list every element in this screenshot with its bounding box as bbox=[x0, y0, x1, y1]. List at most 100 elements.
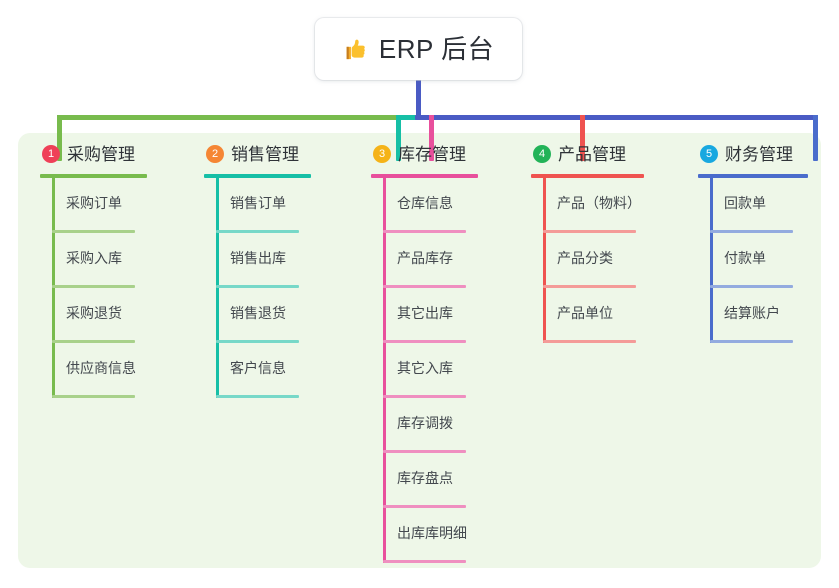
thumbs-up-icon bbox=[346, 39, 365, 60]
menu-item-rule bbox=[52, 230, 135, 233]
column-header-5[interactable]: 5 财务管理 bbox=[698, 140, 808, 168]
column-items-1: 采购订单采购入库采购退货供应商信息 bbox=[40, 178, 147, 398]
menu-item-label: 产品单位 bbox=[557, 305, 613, 321]
menu-item-label: 出库库明细 bbox=[397, 525, 467, 541]
menu-item-rule bbox=[216, 285, 299, 288]
column-spine bbox=[383, 178, 386, 563]
column-number-badge: 3 bbox=[373, 145, 391, 163]
menu-item-rule bbox=[710, 340, 793, 343]
column-header-2[interactable]: 2 销售管理 bbox=[204, 140, 311, 168]
menu-item[interactable]: 销售出库 bbox=[204, 233, 311, 288]
menu-item[interactable]: 仓库信息 bbox=[371, 178, 478, 233]
column-3: 3 库存管理仓库信息产品库存其它出库其它入库库存调拨库存盘点出库库明细 bbox=[371, 140, 478, 563]
menu-item[interactable]: 库存调拨 bbox=[371, 398, 478, 453]
column-title: 采购管理 bbox=[67, 144, 135, 164]
diagram-panel bbox=[18, 133, 821, 568]
menu-item-label: 采购订单 bbox=[66, 195, 122, 211]
menu-item[interactable]: 结算账户 bbox=[698, 288, 808, 343]
column-spine bbox=[543, 178, 546, 343]
connector-bus-blue bbox=[415, 115, 818, 120]
menu-item[interactable]: 采购入库 bbox=[40, 233, 147, 288]
menu-item-rule bbox=[52, 395, 135, 398]
menu-item-label: 库存盘点 bbox=[397, 470, 453, 486]
column-header-3[interactable]: 3 库存管理 bbox=[371, 140, 478, 168]
connector-stub-column-4 bbox=[580, 115, 585, 161]
menu-item-label: 产品（物料） bbox=[557, 195, 641, 211]
column-number-badge: 1 bbox=[42, 145, 60, 163]
menu-item-rule bbox=[383, 285, 466, 288]
connector-stub-column-1 bbox=[57, 115, 62, 161]
menu-item-rule bbox=[383, 230, 466, 233]
menu-item[interactable]: 销售退货 bbox=[204, 288, 311, 343]
menu-item[interactable]: 产品分类 bbox=[531, 233, 644, 288]
column-items-3: 仓库信息产品库存其它出库其它入库库存调拨库存盘点出库库明细 bbox=[371, 178, 478, 563]
menu-item-label: 结算账户 bbox=[724, 305, 780, 321]
menu-item-label: 客户信息 bbox=[230, 360, 286, 376]
column-1: 1 采购管理采购订单采购入库采购退货供应商信息 bbox=[40, 140, 147, 398]
column-items-5: 回款单付款单结算账户 bbox=[698, 178, 808, 343]
menu-item[interactable]: 其它出库 bbox=[371, 288, 478, 343]
connector-trunk bbox=[416, 78, 421, 118]
menu-item[interactable]: 产品（物料） bbox=[531, 178, 644, 233]
menu-item[interactable]: 回款单 bbox=[698, 178, 808, 233]
menu-item[interactable]: 供应商信息 bbox=[40, 343, 147, 398]
menu-item-rule bbox=[383, 560, 466, 563]
menu-item[interactable]: 出库库明细 bbox=[371, 508, 478, 563]
connector-stub-column-5 bbox=[813, 115, 818, 161]
column-title: 库存管理 bbox=[398, 144, 466, 164]
menu-item-rule bbox=[543, 340, 636, 343]
column-number-badge: 2 bbox=[206, 145, 224, 163]
column-number-badge: 5 bbox=[700, 145, 718, 163]
menu-item-label: 供应商信息 bbox=[66, 360, 136, 376]
menu-item-label: 仓库信息 bbox=[397, 195, 453, 211]
menu-item-rule bbox=[383, 395, 466, 398]
column-header-rule bbox=[40, 174, 147, 178]
column-spine bbox=[710, 178, 713, 343]
menu-item-label: 产品分类 bbox=[557, 250, 613, 266]
column-number-badge: 4 bbox=[533, 145, 551, 163]
column-header-rule bbox=[531, 174, 644, 178]
menu-item[interactable]: 产品单位 bbox=[531, 288, 644, 343]
column-title: 财务管理 bbox=[725, 144, 793, 164]
menu-item[interactable]: 客户信息 bbox=[204, 343, 311, 398]
menu-item-rule bbox=[543, 285, 636, 288]
column-title: 销售管理 bbox=[231, 144, 299, 164]
menu-item[interactable]: 产品库存 bbox=[371, 233, 478, 288]
menu-item[interactable]: 其它入库 bbox=[371, 343, 478, 398]
menu-item-label: 销售订单 bbox=[230, 195, 286, 211]
menu-item-label: 库存调拨 bbox=[397, 415, 453, 431]
menu-item-label: 销售出库 bbox=[230, 250, 286, 266]
menu-item-label: 销售退货 bbox=[230, 305, 286, 321]
column-2: 2 销售管理销售订单销售出库销售退货客户信息 bbox=[204, 140, 311, 398]
menu-item-rule bbox=[52, 340, 135, 343]
menu-item-label: 付款单 bbox=[724, 250, 766, 266]
menu-item-label: 其它入库 bbox=[397, 360, 453, 376]
menu-item-rule bbox=[216, 395, 299, 398]
menu-item-rule bbox=[383, 450, 466, 453]
menu-item-label: 其它出库 bbox=[397, 305, 453, 321]
menu-item-label: 采购退货 bbox=[66, 305, 122, 321]
menu-item[interactable]: 采购退货 bbox=[40, 288, 147, 343]
menu-item[interactable]: 库存盘点 bbox=[371, 453, 478, 508]
column-header-rule bbox=[204, 174, 311, 178]
menu-item-rule bbox=[710, 285, 793, 288]
column-spine bbox=[216, 178, 219, 398]
menu-item-rule bbox=[543, 230, 636, 233]
menu-item[interactable]: 采购订单 bbox=[40, 178, 147, 233]
root-node-card[interactable]: ERP 后台 bbox=[315, 18, 522, 80]
connector-stub-column-2 bbox=[396, 115, 401, 161]
menu-item[interactable]: 销售订单 bbox=[204, 178, 311, 233]
column-5: 5 财务管理回款单付款单结算账户 bbox=[698, 140, 808, 343]
menu-item-rule bbox=[710, 230, 793, 233]
column-header-rule bbox=[698, 174, 808, 178]
connector-stub-column-3 bbox=[429, 115, 434, 161]
menu-item-label: 产品库存 bbox=[397, 250, 453, 266]
column-header-1[interactable]: 1 采购管理 bbox=[40, 140, 147, 168]
menu-item-label: 回款单 bbox=[724, 195, 766, 211]
menu-item[interactable]: 付款单 bbox=[698, 233, 808, 288]
menu-item-rule bbox=[383, 505, 466, 508]
connector-bus-green bbox=[57, 115, 399, 120]
